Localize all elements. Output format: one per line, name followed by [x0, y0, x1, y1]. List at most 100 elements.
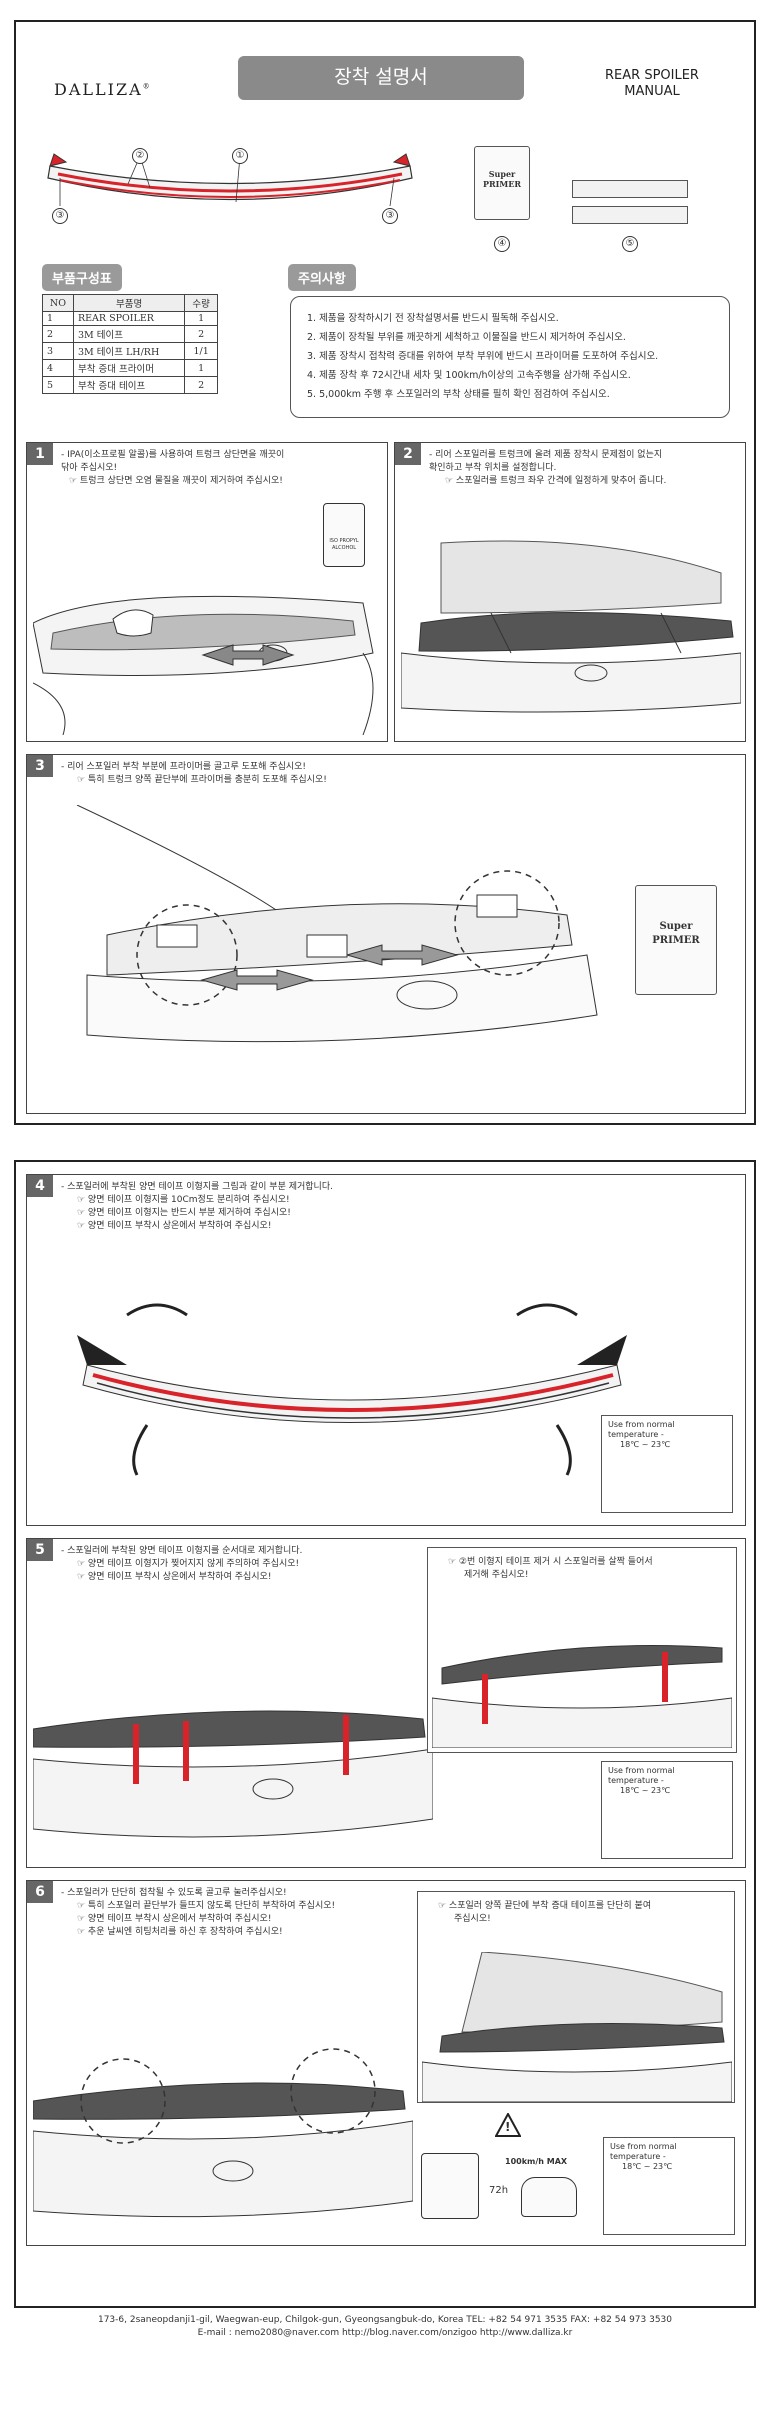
cell: 3M 테이프: [72, 325, 186, 343]
caution-item: 4. 제품 장착 후 72시간내 세차 및 100km/h이상의 고속주행을 삼…: [307, 370, 631, 381]
step-6-panel: 6 - 스포일러가 단단히 접착될 수 있도록 골고루 눌러주십시오! ☞ 특히…: [26, 1880, 746, 2246]
temperature-line: 18℃ ~ 23℃: [622, 2162, 673, 2171]
step-2-illustration: [401, 540, 741, 713]
cell: 1: [42, 311, 74, 326]
primer-packet: Super PRIMER: [474, 146, 530, 220]
step-2-text: - 리어 스포일러를 트렁크에 올려 제품 장착시 문제점이 없는지 확인하고 …: [429, 449, 743, 488]
cell: 1: [184, 311, 218, 326]
cell: REAR SPOILER: [72, 311, 186, 326]
temperature-text: Use from normal temperature - 18℃ ~ 23℃: [608, 1420, 675, 1450]
step-5-inset-illustration: [432, 1645, 732, 1748]
step-6-illustration: [33, 2048, 413, 2218]
primer-label-line1: Super: [488, 169, 516, 179]
col-no: NO: [42, 294, 74, 312]
callout-1: ①: [232, 148, 248, 164]
caution-item: 5. 5,000km 주행 후 스포일러의 부착 상태를 필히 확인 점검하여 …: [307, 389, 610, 400]
adhesion-tape-strip: [572, 180, 688, 198]
inset-line: 주십시오!: [454, 1914, 491, 1924]
step-1-panel: 1 - IPA(이소프로필 알콜)를 사용하여 트렁크 상단면을 깨끗이 닦아 …: [26, 442, 388, 742]
cell: 1: [184, 359, 218, 377]
parts-header-row: NO 부품명 수량: [42, 294, 218, 312]
step-line: - IPA(이소프로필 알콜)를 사용하여 트렁크 상단면을 깨끗이: [61, 450, 285, 460]
callout-3-right: ③: [382, 208, 398, 224]
bottle-label-line1: ISO PROPYL: [329, 538, 359, 544]
inset-line: ☞ ②번 이형지 테이프 제거 시 스포일러를 살짝 들어서: [448, 1557, 653, 1567]
step-line: - 리어 스포일러를 트렁크에 올려 제품 장착시 문제점이 없는지: [429, 450, 663, 460]
step-6-inset: ☞ 스포일러 양쪽 끝단에 부착 증대 테이프를 단단히 붙여 주십시오!: [417, 1891, 735, 2103]
step-line: - 스포일러에 부착된 양면 테이프 이형지를 그림과 같이 부분 제거합니다.: [61, 1182, 333, 1192]
step-line: 확인하고 부착 위치를 설정합니다.: [429, 463, 557, 473]
step-6-text: - 스포일러가 단단히 접착될 수 있도록 골고루 눌러주십시오! ☞ 특히 스…: [61, 1887, 421, 1939]
step-number: 1: [27, 443, 53, 465]
step-line: ☞ 특히 스포일러 끝단부가 들뜨지 않도록 단단히 부착하여 주십시오!: [77, 1901, 336, 1911]
cell: 2: [184, 376, 218, 394]
footer-line-2: E-mail : nemo2080@naver.com http://blog.…: [197, 2328, 573, 2338]
warning-icon: !: [495, 2113, 521, 2137]
temperature-text: Use from normal temperature - 18℃ ~ 23℃: [610, 2142, 677, 2172]
step-number: 2: [395, 443, 421, 465]
temperature-line: temperature -: [608, 1776, 664, 1785]
step-line: ☞ 특히 트렁크 양쪽 끝단부에 프라이머를 충분히 도포해 주십시오!: [77, 775, 327, 785]
manual-sheet-2: 4 - 스포일러에 부착된 양면 테이프 이형지를 그림과 같이 부분 제거합니…: [14, 1160, 756, 2308]
step-line: ☞ 스포일러를 트렁크 좌우 간격에 일정하게 맞추어 줍니다.: [445, 476, 667, 486]
primer-label-line1: Super: [659, 921, 693, 932]
col-qty: 수량: [184, 294, 218, 312]
caution-heading: 주의사항: [288, 264, 356, 291]
col-name: 부품명: [72, 294, 186, 312]
spoiler-parts-illustration: [47, 153, 413, 207]
car-wash-icon: [421, 2153, 479, 2219]
temperature-line: 18℃ ~ 23℃: [620, 1786, 671, 1795]
temperature-text: Use from normal temperature - 18℃ ~ 23℃: [608, 1766, 675, 1796]
temperature-note-4: Use from normal temperature - 18℃ ~ 23℃: [601, 1415, 733, 1513]
temperature-line: temperature -: [610, 2152, 666, 2161]
callout-5: ⑤: [622, 236, 638, 252]
step-line: - 리어 스포일러 부착 부분에 프라이머를 골고루 도포해 주십시오!: [61, 762, 307, 772]
step-line: - 스포일러가 단단히 접착될 수 있도록 골고루 눌러주십시오!: [61, 1888, 287, 1898]
parts-heading: 부품구성표: [42, 264, 122, 291]
caution-item: 2. 제품이 장착될 부위를 깨끗하게 세척하고 이물질을 반드시 제거하여 주…: [307, 332, 626, 343]
footer-address: 173-6, 2saneopdanji1-gil, Waegwan-eup, C…: [0, 2314, 770, 2340]
adhesion-tape-strip: [572, 206, 688, 224]
temperature-line: Use from normal: [610, 2142, 677, 2151]
inset-line: 제거해 주십시오!: [464, 1570, 529, 1580]
callout-4: ④: [494, 236, 510, 252]
bottle-label-line2: ALCOHOL: [331, 545, 357, 551]
step-line: ☞ 양면 테이프 부착시 상온에서 부착하여 주십시오!: [77, 1914, 272, 1924]
page-title: 장착 설명서: [238, 56, 524, 100]
temperature-note-5: Use from normal temperature - 18℃ ~ 23℃: [601, 1761, 733, 1859]
step-4-illustration: [77, 1303, 627, 1476]
brand-logo: DALLIZA®: [54, 80, 152, 99]
caution-item: 1. 제품을 장착하시기 전 장착설명서를 반드시 필독해 주십시오.: [307, 313, 559, 324]
temperature-line: Use from normal: [608, 1420, 675, 1429]
car-speed-icon: [521, 2177, 577, 2217]
warning-panel: ! 100km/h MAX 72h: [417, 2113, 597, 2237]
step-line: ☞ 양면 테이프 부착시 상온에서 부착하여 주십시오!: [77, 1221, 272, 1231]
cell: 부착 증대 프라이머: [72, 359, 186, 377]
step-line: - 스포일러에 부착된 양면 테이프 이형지를 순서대로 제거합니다.: [61, 1546, 303, 1556]
step-3-panel: 3 - 리어 스포일러 부착 부분에 프라이머를 골고루 도포해 주십시오! ☞…: [26, 754, 746, 1114]
step-5-panel: 5 - 스포일러에 부착된 양면 테이프 이형지를 순서대로 제거합니다. ☞ …: [26, 1538, 746, 1868]
hours-label: 72h: [489, 2185, 509, 2196]
step-3-text: - 리어 스포일러 부착 부분에 프라이머를 골고루 도포해 주십시오! ☞ 특…: [61, 761, 661, 787]
cell: 부착 증대 테이프: [72, 376, 186, 394]
primer-label-line2: PRIMER: [482, 179, 521, 189]
temperature-line: Use from normal: [608, 1766, 675, 1775]
step-1-illustration: [33, 595, 374, 735]
primer-label-line2: PRIMER: [652, 935, 700, 946]
step-5-inset: ☞ ②번 이형지 테이프 제거 시 스포일러를 살짝 들어서 제거해 주십시오!: [427, 1547, 737, 1753]
primer-packet-large: Super PRIMER: [635, 885, 717, 995]
step-4-text: - 스포일러에 부착된 양면 테이프 이형지를 그림과 같이 부분 제거합니다.…: [61, 1181, 661, 1233]
temperature-line: 18℃ ~ 23℃: [620, 1440, 671, 1449]
manual-title-line1: REAR SPOILER: [605, 68, 699, 83]
manual-title-line2: MANUAL: [624, 84, 680, 99]
step-line: ☞ 추운 날씨엔 히팅처리를 하신 후 장착하여 주십시오!: [77, 1927, 283, 1937]
caution-box: 1. 제품을 장착하시기 전 장착설명서를 반드시 필독해 주십시오. 2. 제…: [290, 296, 730, 418]
brand-name: DALLIZA: [54, 80, 143, 99]
step-5-text: - 스포일러에 부착된 양면 테이프 이형지를 순서대로 제거합니다. ☞ 양면…: [61, 1545, 421, 1584]
manual-title: REAR SPOILER MANUAL: [582, 68, 722, 100]
step-number: 5: [27, 1539, 53, 1561]
callout-3-left: ③: [52, 208, 68, 224]
